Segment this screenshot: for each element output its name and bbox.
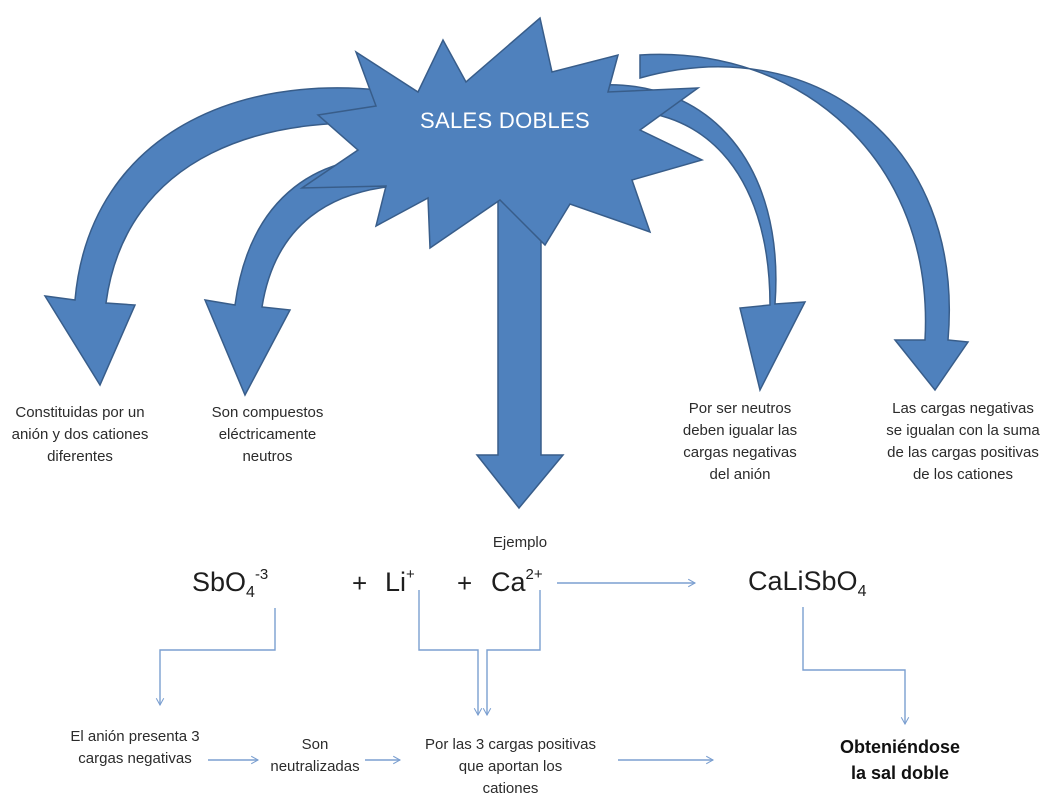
curved-arrow-left-inner — [203, 156, 411, 397]
plus-sign: + — [352, 568, 368, 598]
branch-label-line: eléctricamente — [218, 426, 317, 443]
step-neutralized: Son neutralizadas — [255, 734, 375, 778]
branch-label-equalize: Por ser neutros deben igualar las cargas… — [665, 398, 815, 486]
formula-cation-ca: Ca2+ — [491, 566, 543, 598]
step-line: que aportan los — [458, 758, 563, 775]
branch-label-line: Por ser neutros — [688, 400, 792, 417]
step-line: Por las 3 cargas positivas — [425, 736, 596, 753]
example-label: Ejemplo — [492, 534, 548, 551]
branch-label-line: Son compuestos — [211, 404, 324, 421]
diagram-title: SALES DOBLES — [420, 108, 590, 133]
branch-label-line: se igualan con la suma — [886, 422, 1040, 439]
anion-base: SbO — [192, 567, 247, 597]
step-line: El anión presenta 3 — [70, 728, 200, 745]
connector-li-down — [418, 590, 483, 717]
step-line: cargas negativas — [78, 750, 192, 767]
formula-cation-li: Li+ — [385, 566, 415, 598]
ca-charge: 2+ — [525, 566, 543, 583]
plus-sign: + — [457, 568, 473, 598]
connector-product-down — [802, 607, 910, 726]
branch-label-line: del anión — [709, 466, 771, 483]
curved-arrow-right-inner — [599, 84, 807, 393]
step-line: cationes — [482, 780, 539, 797]
step-anion-charges: El anión presenta 3 cargas negativas — [45, 726, 225, 770]
title-explosion-shape — [299, 16, 705, 250]
step-line: Son — [301, 736, 329, 753]
branch-label-line: neutros — [242, 448, 293, 465]
branch-label-line: deben igualar las — [682, 422, 798, 439]
branch-label-neutral: Son compuestos eléctricamente neutros — [200, 402, 335, 468]
branch-label-line: anión y dos cationes — [11, 426, 149, 443]
anion-charge: -3 — [254, 566, 269, 583]
product-base: CaLiSbO — [748, 566, 858, 596]
branch-label-line: diferentes — [47, 448, 113, 465]
formula-product: CaLiSbO4 — [748, 566, 866, 601]
result-label: Obteniéndose la sal doble — [805, 734, 995, 786]
branch-label-line: de las cargas positivas — [887, 444, 1039, 461]
li-charge: + — [406, 566, 415, 583]
step-cation-charges: Por las 3 cargas positivas que aportan l… — [398, 734, 623, 800]
result-line: Obteniéndose — [839, 737, 960, 757]
curved-arrow-right-outer — [639, 53, 970, 392]
ca-base: Ca — [491, 567, 526, 597]
curved-arrow-left-outer — [43, 87, 431, 387]
formula-anion: SbO4-3 — [192, 566, 268, 602]
product-subscript: 4 — [857, 583, 867, 600]
branch-label-line: cargas negativas — [683, 444, 797, 461]
step-line: neutralizadas — [270, 758, 360, 775]
li-base: Li — [385, 567, 407, 597]
branch-label-line: de los cationes — [912, 466, 1014, 483]
anion-subscript: 4 — [246, 584, 255, 601]
connector-anion-down — [155, 608, 276, 707]
branch-label-sum: Las cargas negativas se igualan con la s… — [868, 398, 1058, 486]
branch-label-line: Constituidas por un — [15, 404, 145, 421]
branch-label-composition: Constituidas por un anión y dos cationes… — [0, 402, 160, 468]
result-line: la sal doble — [850, 763, 950, 783]
connector-ca-down — [482, 590, 541, 717]
branch-label-line: Las cargas negativas — [892, 400, 1034, 417]
